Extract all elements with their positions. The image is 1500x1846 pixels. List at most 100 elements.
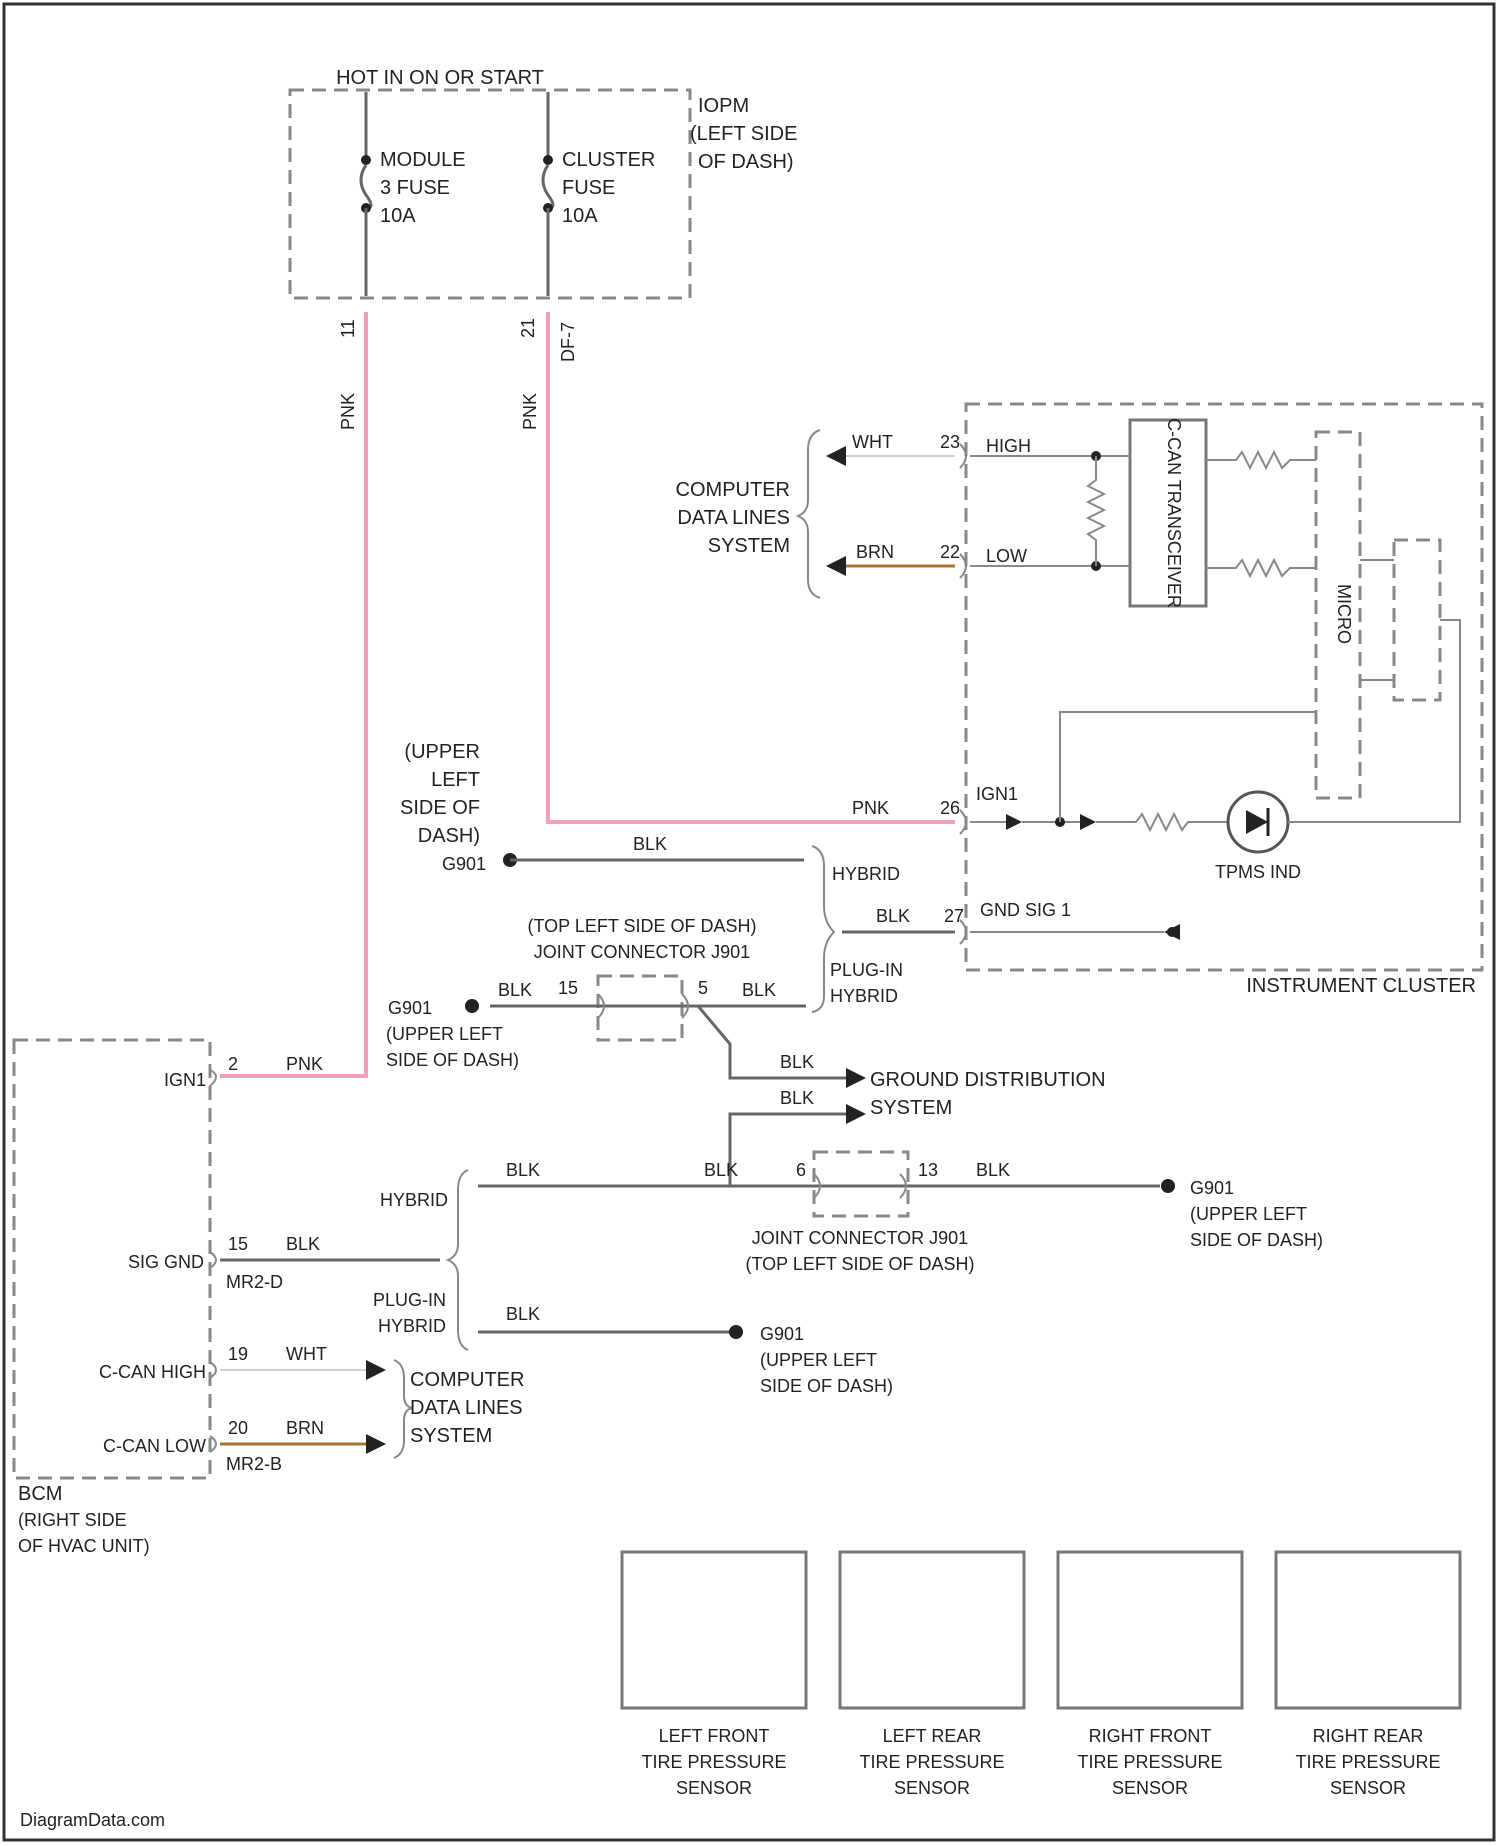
data-lines-brace-top [798, 430, 820, 598]
sensor-right-rear-line-3: SENSOR [1330, 1778, 1406, 1798]
data-low-arrow [826, 556, 846, 576]
wire-blk-joint-bottom-right-label: BLK [976, 1160, 1010, 1180]
hybrid-label-bottom: HYBRID [380, 1190, 448, 1210]
ground-upper-line-2: LEFT [431, 769, 480, 791]
cluster-pin-gnd: 27 [944, 906, 964, 926]
joint-bottom-line-1: JOINT CONNECTOR J901 [752, 1228, 968, 1248]
bcm-high-label: C-CAN HIGH [99, 1362, 206, 1382]
bcm-high-arrow [366, 1360, 386, 1380]
ground-bottom-id: G901 [760, 1324, 804, 1344]
joint-bottom-pin-left: 6 [796, 1160, 806, 1180]
bcm-ground-brace [448, 1170, 468, 1350]
sensor-left-front-box [622, 1552, 806, 1708]
ground-mid-symbol [465, 999, 479, 1013]
ground-mid-id: G901 [388, 998, 432, 1018]
joint-top-line-2: JOINT CONNECTOR J901 [534, 942, 750, 962]
cluster-high-label: HIGH [986, 436, 1031, 456]
sensor-right-rear-line-2: TIRE PRESSURE [1295, 1752, 1440, 1772]
wire-blk-plugin-ground-label: BLK [506, 1304, 540, 1324]
ground-upper-id: G901 [442, 854, 486, 874]
sensor-left-rear-line-2: TIRE PRESSURE [859, 1752, 1004, 1772]
bcm-name-line-2: (RIGHT SIDE [18, 1510, 127, 1530]
fuse-cluster-terminal-top [543, 155, 553, 165]
joint-top-pin-right: 5 [698, 978, 708, 998]
wire-blk-ground-dist-2-label: BLK [780, 1088, 814, 1108]
bcm-conn-can: MR2-B [226, 1454, 282, 1474]
sensor-left-rear-line-1: LEFT REAR [883, 1726, 982, 1746]
ground-right-line-1: (UPPER LEFT [1190, 1204, 1307, 1224]
fuse-module-icon [361, 165, 371, 208]
wire-blk-joint-top-left-label: BLK [498, 980, 532, 1000]
cluster-pin-high: 23 [940, 432, 960, 452]
sensor-right-front-line-2: TIRE PRESSURE [1077, 1752, 1222, 1772]
bcm-gnd-label: SIG GND [128, 1252, 204, 1272]
data-lines-top-line-2: DATA LINES [677, 507, 790, 529]
fuse-cluster-line-1: CLUSTER [562, 149, 655, 171]
termination-resistor [1088, 456, 1104, 566]
data-lines-top-line-3: SYSTEM [708, 535, 790, 557]
sensor-right-rear-line-1: RIGHT REAR [1313, 1726, 1424, 1746]
joint-top-pin-left: 15 [558, 978, 578, 998]
data-lines-top-line-1: COMPUTER [676, 479, 790, 501]
data-lines-bottom-line-2: DATA LINES [410, 1397, 523, 1419]
ground-dist-line-1: GROUND DISTRIBUTION [870, 1069, 1106, 1091]
joint-bottom-line-2: (TOP LEFT SIDE OF DASH) [745, 1254, 974, 1274]
sensor-left-front: LEFT FRONT TIRE PRESSURE SENSOR [622, 1552, 806, 1798]
wire-blk-joint-bottom-left-label: BLK [506, 1160, 540, 1180]
ground-upper-line-3: SIDE OF [400, 797, 480, 819]
ign-arrow-2 [1080, 814, 1096, 830]
ground-dist-arrow-1 [846, 1068, 866, 1088]
joint-bottom-box [814, 1152, 908, 1216]
resistor-low-micro [1206, 560, 1316, 576]
sensor-left-front-line-1: LEFT FRONT [659, 1726, 770, 1746]
sensor-right-front-line-3: SENSOR [1112, 1778, 1188, 1798]
wire-pnk-bcm-end-label: PNK [286, 1054, 323, 1074]
joint-top-line-1: (TOP LEFT SIDE OF DASH) [527, 916, 756, 936]
joint-bottom-pin-right: 13 [918, 1160, 938, 1180]
instrument-cluster: INSTRUMENT CLUSTER C-CAN TRANSCEIVER MIC… [966, 404, 1482, 997]
plugin-label-top-line-1: PLUG-IN [830, 960, 903, 980]
micro-label: MICRO [1334, 584, 1354, 644]
ground-dist-arrow-2 [846, 1104, 866, 1124]
sensor-right-rear: RIGHT REAR TIRE PRESSURE SENSOR [1276, 1552, 1460, 1798]
wire-pnk-bcm-label: PNK [338, 393, 358, 430]
ground-upper-line-4: DASH) [418, 825, 480, 847]
sensor-left-front-line-3: SENSOR [676, 1778, 752, 1798]
fuse-cluster-line-2: FUSE [562, 177, 615, 199]
sensor-left-front-line-2: TIRE PRESSURE [641, 1752, 786, 1772]
data-lines-bottom-line-1: COMPUTER [410, 1369, 524, 1391]
wire-blk-ground-dist-1 [698, 1006, 846, 1078]
ground-right-id: G901 [1190, 1178, 1234, 1198]
wire-brn-cluster-label: BRN [856, 542, 894, 562]
fuse-module-line-3: 10A [380, 205, 416, 227]
ground-right-symbol [1161, 1179, 1175, 1193]
ground-bottom-line-2: SIDE OF DASH) [760, 1376, 893, 1396]
fuse-pin-left: 11 [338, 319, 358, 338]
sensor-right-rear-box [1276, 1552, 1460, 1708]
fuse-block-name-line-2: (LEFT SIDE [690, 123, 797, 145]
cluster-ign-label: IGN1 [976, 784, 1018, 804]
cluster-pin-low: 22 [940, 542, 960, 562]
fuse-cluster-icon [543, 165, 553, 208]
hybrid-label-top: HYBRID [832, 864, 900, 884]
sensor-right-front-box [1058, 1552, 1242, 1708]
wire-blk-ground-dist-2 [730, 1114, 846, 1186]
fuse-module-line-2: 3 FUSE [380, 177, 450, 199]
cluster-low-label: LOW [986, 546, 1027, 566]
ground-bottom-symbol [729, 1325, 743, 1339]
bcm-name-line-1: BCM [18, 1483, 62, 1505]
bcm-pin-gnd: 15 [228, 1234, 248, 1254]
ground-mid-line-1: (UPPER LEFT [386, 1024, 503, 1044]
sensor-left-rear-box [840, 1552, 1024, 1708]
can-transceiver-label: C-CAN TRANSCEIVER [1164, 418, 1184, 608]
bcm-conn-gnd: MR2-D [226, 1272, 283, 1292]
lamp-to-micro [1288, 620, 1460, 822]
bcm-ign-label: IGN1 [164, 1070, 206, 1090]
bcm-low-label: C-CAN LOW [103, 1436, 206, 1456]
bcm-pin-high: 19 [228, 1344, 248, 1364]
ign-arrow-1 [1006, 814, 1022, 830]
wire-blk-bcm-gnd-label: BLK [286, 1234, 320, 1254]
resistor-high-micro [1206, 452, 1316, 468]
sensor-right-front: RIGHT FRONT TIRE PRESSURE SENSOR [1058, 1552, 1242, 1798]
